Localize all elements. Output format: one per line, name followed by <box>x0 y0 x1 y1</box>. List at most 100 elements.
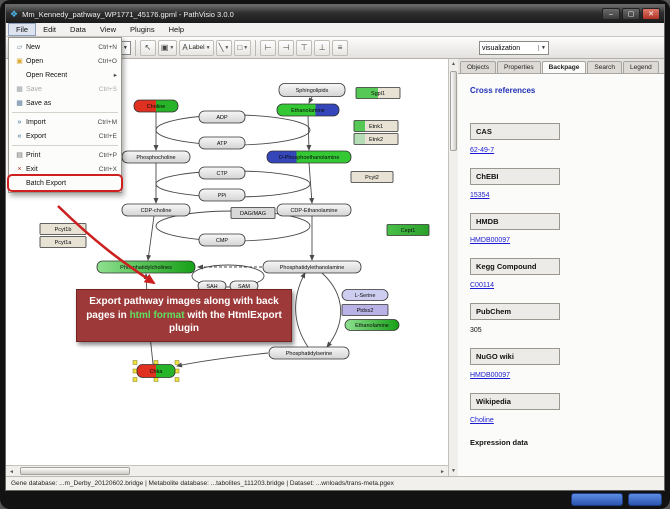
xref-value-wikipedia[interactable]: Choline <box>470 417 494 424</box>
scroll-right-icon[interactable]: ► <box>440 469 445 475</box>
pathway-node-ptdss2[interactable]: Ptdss2 <box>341 304 389 316</box>
pathway-edge[interactable] <box>308 162 315 204</box>
shape-tool-button[interactable]: □▼ <box>234 39 252 56</box>
menu-view[interactable]: View <box>99 25 116 34</box>
pathway-node-etnk1[interactable]: Etnk1 <box>353 120 399 132</box>
chevron-down-icon: ▼ <box>224 44 230 51</box>
menu-data[interactable]: Data <box>70 25 86 34</box>
align-right-button[interactable]: ⊣ <box>278 39 295 56</box>
new-document-icon: ▱ <box>16 44 23 51</box>
selection-handle[interactable] <box>174 368 180 374</box>
align-top-button[interactable]: ⊤ <box>296 39 313 56</box>
align-left-button[interactable]: ⊢ <box>260 39 277 56</box>
visualization-select[interactable]: visualization ▼ <box>479 41 549 55</box>
maximize-button[interactable]: ▢ <box>622 8 640 20</box>
pathway-node-cdp-choline[interactable]: CDP-choline <box>121 203 191 217</box>
pathway-node-phosphatidylserine[interactable]: Phosphatidylserine <box>268 346 350 360</box>
scroll-up-icon[interactable]: ▲ <box>451 61 456 67</box>
menu-edit[interactable]: Edit <box>43 25 57 34</box>
pathway-node-phosphocholine[interactable]: Phosphocholine <box>121 150 191 164</box>
pathway-edge[interactable] <box>295 272 309 348</box>
tab-backpage[interactable]: Backpage <box>541 61 587 73</box>
pathway-node-etnk2[interactable]: Etnk2 <box>353 133 399 145</box>
capture-bar-button-2[interactable] <box>628 493 662 506</box>
file-menu-item-save-as[interactable]: ▦Save as <box>9 96 121 110</box>
menu-file[interactable]: File <box>8 23 37 36</box>
vertical-scroll-thumb[interactable] <box>450 71 457 151</box>
scroll-left-icon[interactable]: ◄ <box>9 469 14 475</box>
pathway-edge[interactable] <box>306 115 312 151</box>
selection-handle[interactable] <box>132 360 138 365</box>
file-menu-item-open-recent[interactable]: Open Recent▸ <box>9 68 121 82</box>
tab-legend[interactable]: Legend <box>623 61 659 73</box>
pathway-node-choline[interactable]: Choline <box>133 99 179 113</box>
pathway-edge[interactable] <box>146 215 155 261</box>
tab-properties[interactable]: Properties <box>497 61 541 73</box>
pathway-node-cdp-ethanolamine[interactable]: CDP-Ethanolamine <box>276 203 352 217</box>
stack-button[interactable]: ≡ <box>332 39 349 56</box>
pathway-node-atp[interactable]: ATP <box>198 136 246 150</box>
pathway-node-ctp[interactable]: CTP <box>198 166 246 180</box>
tab-objects[interactable]: Objects <box>460 61 497 73</box>
pathway-node-pcyt1a[interactable]: Pcyt1a <box>39 236 87 248</box>
pathway-node-pcyt1b[interactable]: Pcyt1b <box>39 223 87 235</box>
vertical-scrollbar[interactable]: ▲ ▼ <box>448 59 458 476</box>
selection-handle[interactable] <box>132 377 138 382</box>
datanode-tool-button[interactable]: ▣▼ <box>157 39 178 56</box>
pathway-node-sphingolipids[interactable]: Sphingolipids <box>278 83 346 97</box>
align-bottom-button[interactable]: ⊥ <box>314 39 331 56</box>
xref-value-cas[interactable]: 62-49-7 <box>470 147 495 154</box>
xref-value-hmdb[interactable]: HMDB00097 <box>470 237 511 244</box>
close-button[interactable]: ✕ <box>642 8 660 20</box>
pathway-node-cept1[interactable]: Cept1 <box>386 224 430 236</box>
selection-handle[interactable] <box>132 368 138 374</box>
pathway-node-dag-mag[interactable]: DAG/MAG <box>230 207 276 219</box>
pathway-node-ppi[interactable]: PPi <box>198 188 246 202</box>
horizontal-scrollbar[interactable]: ◄ ► <box>6 465 448 476</box>
line-tool-button[interactable]: ╲▼ <box>215 39 233 56</box>
tab-search[interactable]: Search <box>587 61 622 73</box>
pathway-node-phosphatidylcholines[interactable]: Phosphatidylcholines <box>96 260 196 274</box>
pathway-node-o-phosphoethanolamine[interactable]: O-Phosphoethanolamine <box>266 150 352 164</box>
pathway-node-label: Etnk1 <box>369 124 383 130</box>
menu-plugins[interactable]: Plugins <box>130 25 155 34</box>
pathway-node-ethanolamine-2[interactable]: Ethanolamine <box>344 319 400 331</box>
pathway-node-phosphatidylethanolamine[interactable]: Phosphatidylethanolamine <box>262 260 362 274</box>
pathway-node-adp[interactable]: ADP <box>198 110 246 124</box>
selection-tool-button[interactable]: ↖ <box>139 39 156 56</box>
selection-handle[interactable] <box>174 360 180 365</box>
menu-help[interactable]: Help <box>168 25 185 34</box>
pathway-node-pcyt2[interactable]: Pcyt2 <box>350 171 394 183</box>
file-menu-item-batch-export[interactable]: Batch Export <box>9 176 121 190</box>
pathway-edge[interactable] <box>176 352 269 368</box>
selection-handle[interactable] <box>153 360 159 365</box>
pathway-edge[interactable] <box>308 96 314 104</box>
pathway-edge[interactable] <box>321 272 342 348</box>
selection-handle[interactable] <box>174 377 180 382</box>
title-bar[interactable]: ❖ Mm_Kennedy_pathway_WP1771_45176.gpml -… <box>6 5 664 23</box>
minimize-button[interactable]: – <box>602 8 620 20</box>
pathway-node-chka[interactable]: Chka <box>132 360 180 382</box>
pathway-node-sah[interactable]: SAH <box>197 280 227 292</box>
selection-handle[interactable] <box>153 377 159 382</box>
scroll-down-icon[interactable]: ▼ <box>451 468 456 474</box>
horizontal-scroll-thumb[interactable] <box>20 467 130 475</box>
xref-value-chebi[interactable]: 15354 <box>470 192 490 199</box>
xref-value-nugo-wiki[interactable]: HMDB00097 <box>470 372 511 379</box>
pathway-node-sgpl1[interactable]: Sgpl1 <box>355 87 401 99</box>
capture-bar-button-1[interactable] <box>571 493 623 506</box>
pathway-node-l-serine[interactable]: L-Serine <box>341 289 389 301</box>
xref-value-kegg-compound[interactable]: C00114 <box>470 282 495 289</box>
pathway-node-ethanolamine[interactable]: Ethanolamine <box>276 103 340 117</box>
pathway-node-cmp[interactable]: CMP <box>198 233 246 247</box>
